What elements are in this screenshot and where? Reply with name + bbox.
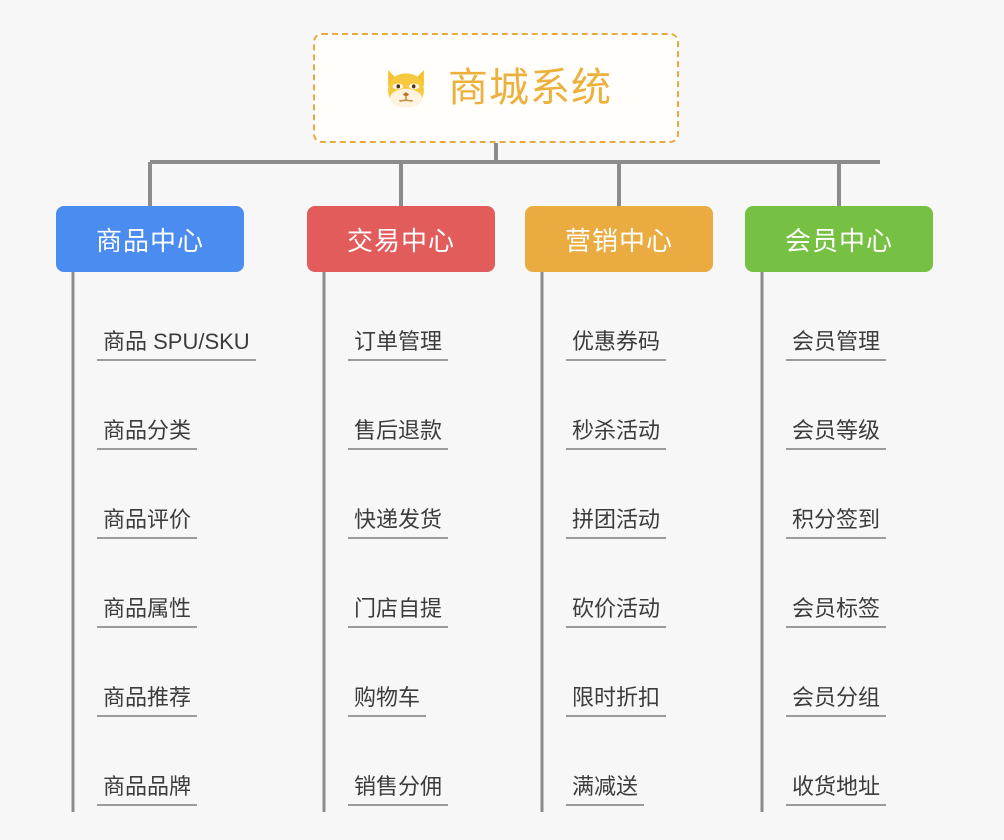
leaf-item-label: 优惠券码 [566,330,667,361]
leaf-item-label: 商品品牌 [97,775,198,806]
leaf-item-label: 购物车 [348,686,427,717]
leaf-column-member-center: 会员管理 会员等级 积分签到 会员标签 会员分组 收货地址 [762,272,887,806]
leaf-item-label: 秒杀活动 [566,419,667,450]
leaf-item[interactable]: 门店自提 [324,539,449,628]
leaf-item[interactable]: 商品评价 [73,450,256,539]
leaf-column-marketing-center: 优惠券码 秒杀活动 拼团活动 砍价活动 限时折扣 满减送 [542,272,667,806]
leaf-item[interactable]: 商品品牌 [73,717,256,806]
leaf-item[interactable]: 限时折扣 [542,628,667,717]
leaf-item[interactable]: 满减送 [542,717,666,806]
leaf-item-label: 销售分佣 [348,775,449,806]
branch-header-marketing-center[interactable]: 营销中心 [525,206,713,272]
leaf-item[interactable]: 商品属性 [73,539,256,628]
branch-header-member-center[interactable]: 会员中心 [745,206,933,272]
branch-header-trade-center[interactable]: 交易中心 [307,206,495,272]
leaf-item-label: 商品评价 [97,508,198,539]
leaf-item[interactable]: 订单管理 [324,272,449,361]
leaf-item-label: 商品 SPU/SKU [97,330,256,361]
leaf-column-product-center: 商品 SPU/SKU 商品分类 商品评价 商品属性 商品推荐 商品品牌 [73,272,256,806]
branch-header-label: 会员中心 [784,225,893,256]
leaf-item-label: 售后退款 [348,419,449,450]
leaf-item-label: 会员标签 [786,597,887,628]
leaf-item-label: 积分签到 [786,508,887,539]
leaf-item[interactable]: 售后退款 [324,361,449,450]
leaf-item-label: 满减送 [566,775,645,806]
root-node[interactable]: 商城系统 [313,33,679,143]
leaf-item[interactable]: 销售分佣 [324,717,449,806]
leaf-item[interactable]: 拼团活动 [542,450,667,539]
leaf-item[interactable]: 购物车 [324,628,448,717]
leaf-item-label: 收货地址 [786,775,887,806]
leaf-item[interactable]: 商品推荐 [73,628,256,717]
branch-header-product-center[interactable]: 商品中心 [56,206,244,272]
leaf-column-trade-center: 订单管理 售后退款 快递发货 门店自提 购物车 销售分佣 [324,272,449,806]
leaf-item-label: 会员分组 [786,686,887,717]
leaf-item-label: 商品分类 [97,419,198,450]
leaf-item[interactable]: 优惠券码 [542,272,667,361]
leaf-item-label: 拼团活动 [566,508,667,539]
leaf-item[interactable]: 会员分组 [762,628,887,717]
branch-header-label: 营销中心 [564,225,673,256]
leaf-item[interactable]: 砍价活动 [542,539,667,628]
leaf-item[interactable]: 会员等级 [762,361,887,450]
branch-header-label: 交易中心 [346,225,455,256]
leaf-item[interactable]: 商品分类 [73,361,256,450]
leaf-item-label: 商品推荐 [97,686,198,717]
leaf-item-label: 限时折扣 [566,686,667,717]
leaf-item-label: 商品属性 [97,597,198,628]
leaf-item[interactable]: 会员标签 [762,539,887,628]
leaf-item-label: 门店自提 [348,597,449,628]
leaf-item[interactable]: 收货地址 [762,717,887,806]
leaf-item[interactable]: 会员管理 [762,272,887,361]
branch-header-label: 商品中心 [95,225,204,256]
leaf-item[interactable]: 快递发货 [324,450,449,539]
leaf-item[interactable]: 秒杀活动 [542,361,667,450]
shiba-dog-face-icon [388,70,424,108]
leaf-item-label: 砍价活动 [566,597,667,628]
leaf-item-label: 会员管理 [786,330,887,361]
leaf-item-label: 快递发货 [348,508,449,539]
leaf-item[interactable]: 商品 SPU/SKU [73,272,256,361]
leaf-item[interactable]: 积分签到 [762,450,887,539]
leaf-item-label: 订单管理 [348,330,449,361]
root-title: 商城系统 [448,66,612,110]
leaf-item-label: 会员等级 [786,419,887,450]
